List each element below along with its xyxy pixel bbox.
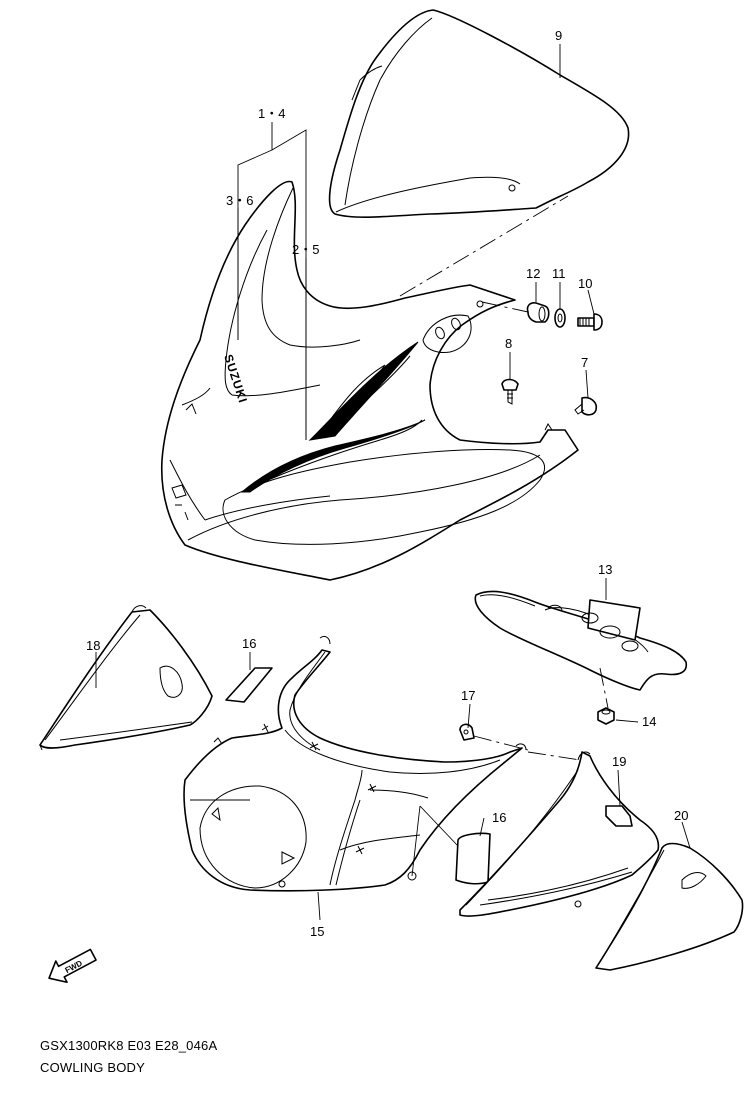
panel-20 <box>595 842 744 971</box>
upper-cowling <box>160 180 579 581</box>
clip-17 <box>459 723 475 741</box>
washer-11 <box>554 308 566 328</box>
callouts: 1・4 3・6 2・5 9 12 11 10 8 7 13 14 17 16 1… <box>86 28 688 939</box>
callout-3-6: 3・6 <box>226 193 253 208</box>
callout-9: 9 <box>555 28 562 43</box>
callout-16-lower: 16 <box>492 810 506 825</box>
side-cowling-19 <box>459 751 660 917</box>
callout-1-4: 1・4 <box>258 106 285 121</box>
pad-16-upper <box>225 667 273 703</box>
callout-19: 19 <box>612 754 626 769</box>
side-cowling-18 <box>39 605 213 751</box>
reference-lines <box>399 195 609 877</box>
callout-10: 10 <box>578 276 592 291</box>
callout-20: 20 <box>674 808 688 823</box>
leader-lines <box>95 44 691 921</box>
windscreen <box>328 9 630 218</box>
screw-8 <box>501 378 519 405</box>
screw-7 <box>574 396 598 416</box>
callout-16-upper: 16 <box>242 636 256 651</box>
model-code: GSX1300RK8 E03 E28_046A <box>40 1038 218 1053</box>
nut-14 <box>597 707 615 725</box>
callout-17: 17 <box>461 688 475 703</box>
callout-18: 18 <box>86 638 100 653</box>
callout-13: 13 <box>598 562 612 577</box>
callout-14: 14 <box>642 714 656 729</box>
callout-11: 11 <box>552 266 566 281</box>
bushing-12 <box>526 302 550 323</box>
inner-panel-13 <box>474 590 688 691</box>
fwd-arrow-icon: FWD <box>48 948 97 984</box>
callout-2-5: 2・5 <box>292 242 319 257</box>
diagram-title: COWLING BODY <box>40 1060 145 1075</box>
bolt-10 <box>577 313 603 331</box>
callout-12: 12 <box>526 266 540 281</box>
lower-cowling-15 <box>183 635 527 892</box>
pad-16-lower <box>455 832 491 885</box>
callout-8: 8 <box>505 336 512 351</box>
callout-15: 15 <box>310 924 324 939</box>
callout-7: 7 <box>581 355 588 370</box>
